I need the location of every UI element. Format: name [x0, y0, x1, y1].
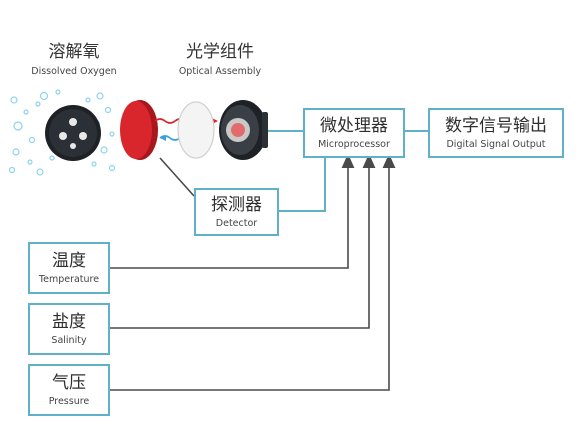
microprocessor-box: 微处理器 Microprocessor: [303, 108, 405, 158]
pressure-to-microprocessor-arrow: [110, 153, 396, 391]
salinity-subtitle: Salinity: [51, 334, 87, 346]
red-filter-disc-icon: [120, 100, 158, 160]
pressure-box: 气压 Pressure: [28, 364, 110, 416]
dissolved-oxygen-title: 溶解氧: [48, 42, 100, 62]
salinity-title: 盐度: [52, 311, 86, 332]
optical-housing-icon: [219, 100, 268, 160]
microprocessor-title: 微处理器: [320, 115, 388, 136]
dissolved-oxygen-subtitle: Dissolved Oxygen: [31, 66, 117, 77]
optical-assembly-subtitle: Optical Assembly: [178, 66, 262, 77]
salinity-to-microprocessor-arrow: [110, 153, 376, 329]
pressure-title: 气压: [52, 372, 86, 393]
dissolved-oxygen-disc-icon: [45, 105, 101, 161]
digital-output-box: 数字信号输出 Digital Signal Output: [428, 108, 564, 158]
detector-box: 探测器 Detector: [194, 188, 279, 236]
microprocessor-subtitle: Microprocessor: [318, 138, 390, 150]
detector-to-microprocessor-line: [279, 152, 326, 212]
lens-disc-icon: [177, 101, 215, 159]
temperature-to-microprocessor-arrow: [110, 153, 355, 269]
temperature-title: 温度: [52, 250, 86, 271]
dissolved-oxygen-caption: 溶解氧 Dissolved Oxygen: [14, 42, 134, 79]
optical-assembly-title: 光学组件: [186, 42, 254, 62]
optical-to-detector-line: [159, 157, 195, 197]
optical-assembly-caption: 光学组件 Optical Assembly: [160, 42, 280, 79]
detector-subtitle: Detector: [215, 217, 258, 229]
digital-output-subtitle: Digital Signal Output: [446, 138, 546, 150]
digital-output-title: 数字信号输出: [445, 115, 547, 136]
detector-title: 探测器: [211, 194, 262, 215]
temperature-subtitle: Temperature: [38, 273, 100, 285]
pressure-subtitle: Pressure: [48, 395, 90, 407]
temperature-box: 温度 Temperature: [28, 242, 110, 294]
salinity-box: 盐度 Salinity: [28, 303, 110, 355]
